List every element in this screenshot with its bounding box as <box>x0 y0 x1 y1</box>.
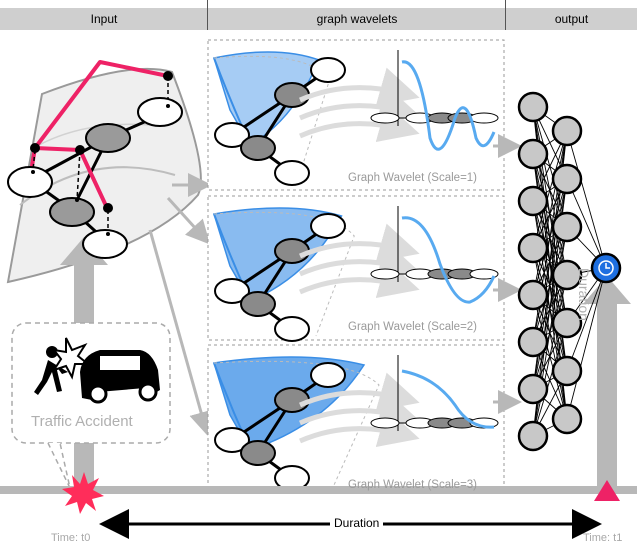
wavelet-to-network-arrows <box>493 134 522 414</box>
network-edge <box>566 130 607 269</box>
wavelet-panel-3 <box>207 344 505 494</box>
wavelet-curve <box>401 60 496 151</box>
network-input-node <box>517 91 549 123</box>
wavelet-caption-scale-1: Graph Wavelet (Scale=1) <box>348 172 478 184</box>
wavelet-graph-node <box>214 278 250 304</box>
network-edge <box>566 267 607 372</box>
network-hidden-node <box>551 403 583 435</box>
network-input-node <box>517 185 549 217</box>
output-network <box>517 91 622 452</box>
network-input-node <box>517 326 549 358</box>
wavelet-spectrum-node <box>370 268 400 280</box>
wavelet-curve <box>401 369 495 429</box>
network-input-node <box>517 373 549 405</box>
wavelet-curve <box>401 216 496 304</box>
wavelet-graph-node <box>214 427 250 453</box>
wavelet-spectrum-node <box>370 417 400 429</box>
wavelet-spectrum-node <box>370 112 400 124</box>
wavelet-flow-arrow <box>298 408 420 448</box>
start-marker <box>62 472 104 514</box>
header-output: output <box>506 8 637 30</box>
network-hidden-node <box>551 211 583 243</box>
clock-hands <box>605 263 610 269</box>
wavelet-caption-scale-3: Graph Wavelet (Scale=3) <box>348 479 478 491</box>
network-input-node <box>517 138 549 170</box>
route-points <box>30 71 173 236</box>
network-input-node <box>517 232 549 264</box>
header-divider-left <box>207 0 208 30</box>
network-edge <box>532 274 568 437</box>
network-edge <box>532 130 568 249</box>
accident-icon <box>34 337 160 404</box>
wavelet-graph-node <box>240 135 276 161</box>
wavelet-graph-node <box>240 440 276 466</box>
network-edge <box>532 130 568 296</box>
network-hidden-node <box>551 355 583 387</box>
network-hidden-node <box>551 115 583 147</box>
wavelet-caption-scale-2: Graph Wavelet (Scale=2) <box>348 321 478 333</box>
output-duration-label: Duration <box>576 268 592 321</box>
header-divider-right <box>505 0 506 30</box>
network-hidden-node <box>551 259 583 291</box>
wavelet-graph-node <box>310 213 346 239</box>
header-graph-wavelets: graph wavelets <box>208 8 506 30</box>
wavelet-graph-node <box>274 387 310 413</box>
network-edge <box>566 267 607 420</box>
wavelet-graph-node <box>310 362 346 388</box>
time-end-label: Time: t1 <box>583 532 623 544</box>
time-start-label: Time: t0 <box>51 532 91 544</box>
clock-icon <box>598 260 614 276</box>
network-edge <box>566 178 607 269</box>
wavelet-graph-node <box>214 122 250 148</box>
accident-label: Traffic Accident <box>31 413 133 430</box>
network-hidden-node <box>551 163 583 195</box>
wavelet-spectrum-node <box>469 112 499 124</box>
network-edge <box>532 322 568 437</box>
wavelet-graph-node <box>310 57 346 83</box>
wavelet-flow-arrow <box>298 259 420 299</box>
wavelet-graph-node <box>240 291 276 317</box>
wavelet-panel-2 <box>207 195 505 342</box>
wavelet-outline <box>213 55 331 181</box>
wavelet-spectrum-node <box>469 268 499 280</box>
end-marker <box>594 480 620 501</box>
network-input-node <box>517 279 549 311</box>
network-hidden-node <box>551 307 583 339</box>
input-nodes <box>7 97 183 259</box>
wavelet-flow-arrow <box>298 103 420 143</box>
wavelet-graph-node <box>274 316 310 342</box>
wavelet-graph-node <box>274 82 310 108</box>
wavelet-outline <box>213 211 355 337</box>
input-to-wavelet-arrows <box>148 173 213 436</box>
wavelet-graph-node <box>274 160 310 186</box>
network-input-node <box>517 420 549 452</box>
duration-label: Duration <box>330 516 384 530</box>
wavelet-panel-1 <box>207 39 505 191</box>
wavelet-panels <box>207 39 505 494</box>
wavelet-graph-node <box>274 238 310 264</box>
header-input: Input <box>0 8 208 30</box>
